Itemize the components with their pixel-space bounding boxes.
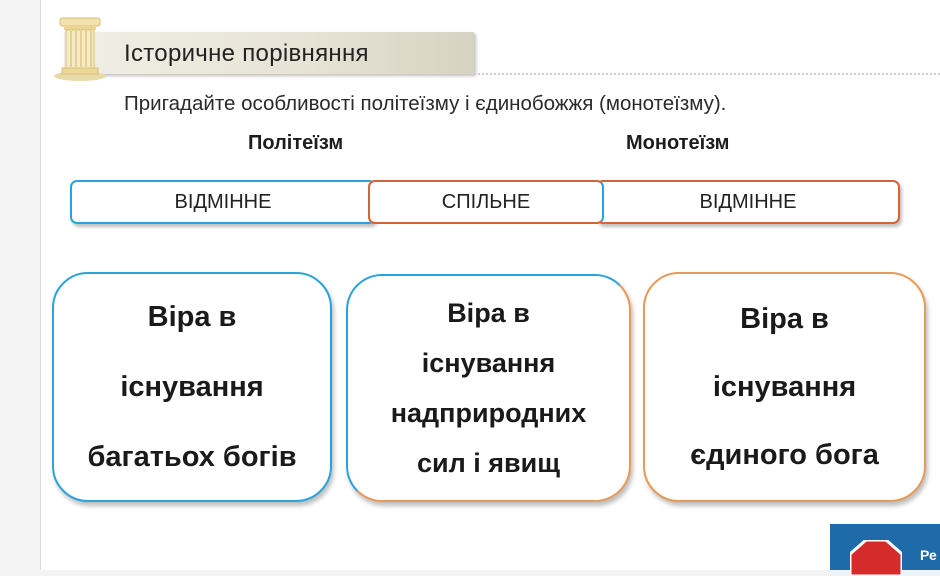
octagon-logo-icon [850,540,902,576]
card-line: існування [120,371,264,403]
card-line: багатьох богів [87,441,297,473]
card-line: Віра в [147,301,237,333]
card-line: Віра в [447,298,530,328]
card-line: єдиного бога [690,439,879,471]
greek-column-icon [54,17,106,81]
polytheism-card: Віра в існування багатьох богів [52,272,332,502]
card-line: надприродних [390,398,587,428]
card-line: Віра в [740,303,829,335]
difference-bar-right: ВІДМІННЕ [596,180,900,224]
section-header-band [64,32,474,74]
common-bar: СПІЛЬНЕ [368,180,604,224]
card-line: сил і явищ [416,448,560,478]
instruction-text: Пригадайте особливості політеїзму і єдин… [124,92,727,115]
difference-bar-left: ВІДМІННЕ [70,180,376,224]
card-line: існування [712,371,857,403]
header-divider [474,73,940,75]
polytheism-label: Політеїзм [248,132,344,154]
logo-text: Ре [920,547,937,563]
section-title: Історичне порівняння [124,40,369,67]
monotheism-card: Віра в існування єдиного бога [643,272,926,502]
common-card: Віра в існування надприродних сил і явищ [346,274,631,502]
card-line: існування [421,348,556,378]
monotheism-label: Монотеїзм [626,132,730,154]
